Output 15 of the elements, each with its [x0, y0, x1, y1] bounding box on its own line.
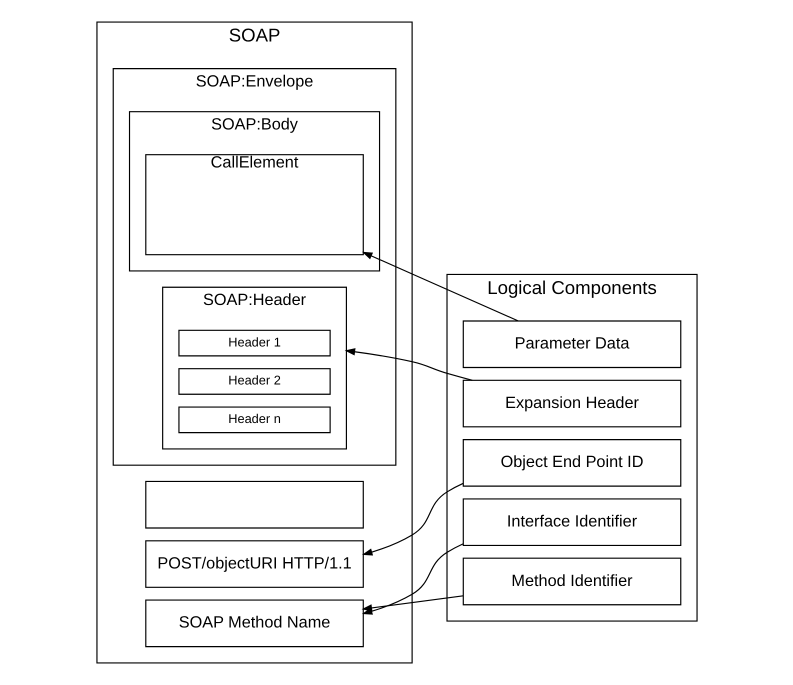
arrow [361, 482, 464, 556]
node-box [144, 480, 364, 529]
arrow [361, 252, 518, 322]
node-box: Header n [178, 406, 330, 434]
arrow [344, 348, 472, 381]
node-box: Parameter Data [462, 320, 681, 368]
node-box: Expansion Header [462, 380, 681, 428]
node-box: Header 2 [178, 368, 330, 395]
node-box: Header 1 [178, 330, 330, 356]
node-box: CallElement [144, 154, 364, 256]
node-box: Object End Point ID [462, 439, 681, 487]
node-box: Interface Identifier [462, 498, 681, 546]
node-box: Method Identifier [462, 558, 681, 606]
node-box: SOAP Method Name [144, 600, 364, 648]
node-box: POST/objectURI HTTP/1.1 [144, 540, 364, 588]
